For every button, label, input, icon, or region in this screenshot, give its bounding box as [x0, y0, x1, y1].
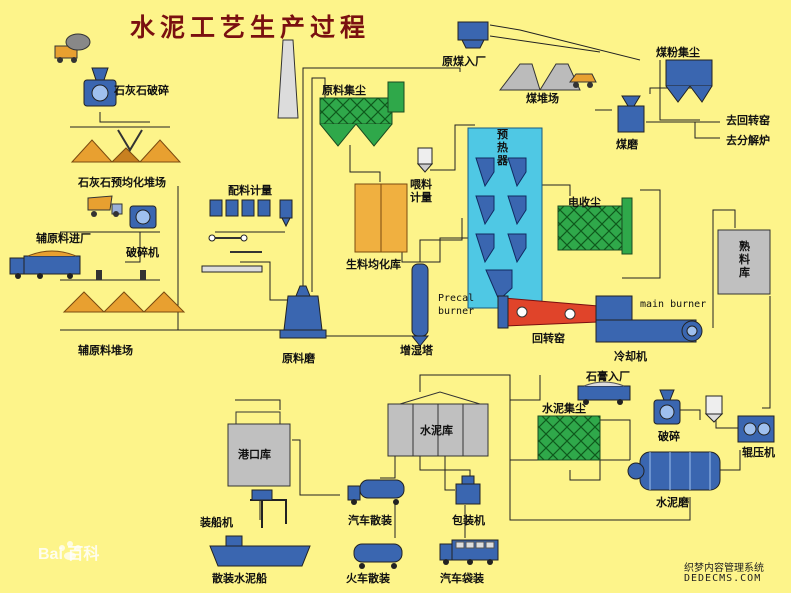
ship-loader-icon — [250, 489, 287, 528]
cement-mill-icon — [627, 451, 721, 491]
preheater-tower-icon — [467, 127, 543, 309]
label-raw-dust-collector: 原料集尘 — [322, 84, 366, 97]
label-port-silo: 港口库 — [238, 448, 271, 461]
label-crush: 破碎 — [658, 430, 680, 443]
label-cooler: 冷却机 — [614, 350, 647, 363]
aux-truck-icon — [9, 250, 81, 279]
port-silo-icon — [227, 411, 291, 487]
label-clinker-silo: 熟料库 — [739, 240, 750, 279]
label-batching-meter: 配料计量 — [228, 184, 272, 197]
cement-silo-icon — [387, 391, 489, 457]
label-coal-yard: 煤堆场 — [526, 92, 559, 105]
brand-paw-icon — [59, 541, 81, 560]
feed-meter-icon — [416, 147, 434, 173]
label-coal-mill: 煤磨 — [616, 138, 638, 151]
label-ship-loader: 装船机 — [200, 516, 233, 529]
mixer-truck-icon — [54, 33, 91, 63]
limestone-crusher-icon — [83, 67, 117, 107]
label-cement-mill: 水泥磨 — [656, 496, 689, 509]
raw-homo-silo-icon — [354, 183, 408, 253]
roller-press-icon — [737, 415, 775, 443]
esp-icon — [557, 197, 633, 255]
label-esp: 电收尘 — [568, 196, 601, 209]
cement-dust-collector-icon — [537, 415, 601, 461]
chimney-icon — [277, 39, 299, 119]
label-rotary-kiln: 回转窑 — [532, 332, 565, 345]
cooler-icon — [595, 295, 703, 343]
label-preheater: 预热器 — [497, 128, 508, 167]
gypsum-truck-icon — [577, 381, 631, 405]
rail-tanker-icon — [353, 543, 403, 569]
label-raw-coal-in: 原煤入厂 — [442, 55, 486, 68]
raw-dust-collector-icon — [319, 81, 405, 147]
label-cement-silo: 水泥库 — [420, 424, 453, 437]
coal-stockpile-icon — [498, 63, 597, 91]
coal-mill-icon — [617, 95, 645, 133]
dump-truck-icon — [87, 195, 123, 217]
page-title: 水泥工艺生产过程 — [130, 13, 371, 42]
label-crusher: 破碎机 — [126, 246, 159, 259]
label-to-calciner: 去分解炉 — [726, 134, 770, 147]
clinker-silo-icon — [717, 229, 771, 295]
label-truck-bulk: 汽车散装 — [348, 514, 392, 527]
gypsum-crusher-icon — [653, 389, 681, 425]
raw-mill-icon — [279, 285, 327, 339]
watermark-line2: DEDECMS.COM — [684, 573, 762, 584]
label-truck-bagged: 汽车袋装 — [440, 572, 484, 585]
watermark-line1: 织梦内容管理系统 — [684, 563, 764, 574]
label-gypsum-in: 石膏入厂 — [586, 370, 630, 383]
flow-lines — [60, 24, 771, 538]
label-roller-press: 辊压机 — [742, 446, 775, 459]
limestone-stockpile-icon — [70, 129, 182, 163]
label-packing-machine: 包装机 — [452, 514, 485, 527]
aux-crusher-icon — [129, 205, 157, 229]
label-humidifier-tower: 增湿塔 — [400, 344, 433, 357]
rotary-kiln-icon — [497, 295, 599, 329]
raw-coal-unloader-icon — [457, 21, 489, 49]
label-raw-meal-mill: 原料磨 — [282, 352, 315, 365]
label-precal-burner: Precal burner — [438, 293, 475, 317]
label-cement-dust-collector: 水泥集尘 — [542, 402, 586, 415]
brand-watermark: Bai 百科 — [38, 546, 100, 563]
label-limestone-crushing: 石灰石破碎 — [114, 84, 169, 97]
label-aux-material-yard: 辅原料堆场 — [78, 344, 133, 357]
coal-dust-collector-icon — [665, 59, 713, 103]
bulk-ship-icon — [209, 535, 311, 567]
label-main-burner: main burner — [640, 299, 707, 310]
label-raw-homo-silo: 生料均化库 — [346, 258, 401, 271]
label-train-bulk: 火车散装 — [346, 572, 390, 585]
label-to-rotary-kiln: 去回转窑 — [726, 114, 770, 127]
label-bulk-cement-ship: 散装水泥船 — [212, 572, 267, 585]
humidifier-tower-icon — [410, 263, 430, 347]
label-limestone-prehomo-yard: 石灰石预均化堆场 — [78, 176, 166, 189]
packing-machine-icon — [455, 475, 481, 505]
label-coal-dust-collector: 煤粉集尘 — [656, 46, 700, 59]
label-feed-meter: 喂料计量 — [410, 178, 432, 204]
gypsum-bin-icon — [704, 395, 724, 423]
batching-bins-icon — [201, 199, 293, 273]
label-aux-material-in: 辅原料进厂 — [36, 232, 91, 245]
bagged-truck-icon — [439, 539, 499, 565]
bulk-truck-icon — [347, 479, 405, 505]
aux-stockpile-icon — [62, 270, 186, 313]
